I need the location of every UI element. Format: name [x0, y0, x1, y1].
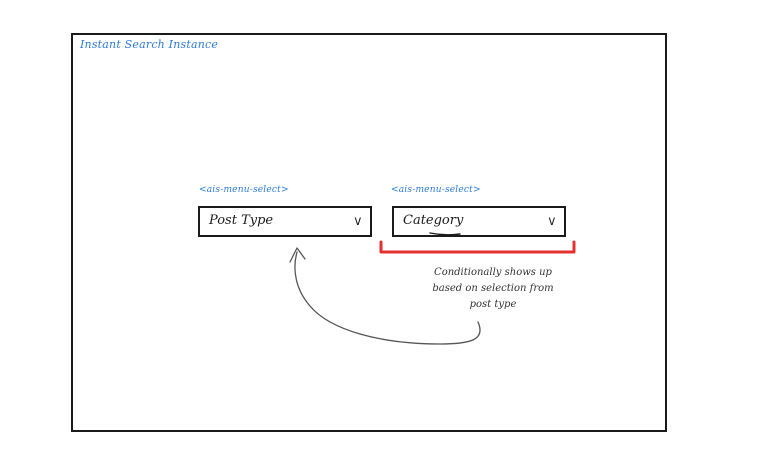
note-line-2: based on selection from [432, 283, 554, 294]
component-tag-post-type: <ais-menu-select> [199, 185, 289, 195]
chevron-down-icon: v [354, 214, 362, 229]
page-title: Instant Search Instance [80, 38, 219, 51]
annotation-note: Conditionally shows up based on selectio… [418, 265, 568, 313]
canvas-frame [71, 33, 667, 432]
chevron-down-icon: v [548, 214, 556, 229]
component-tag-category: <ais-menu-select> [391, 185, 481, 195]
category-select-label: Category [403, 213, 464, 228]
category-select[interactable]: Category v [392, 206, 566, 237]
note-line-1: Conditionally shows up [434, 267, 552, 278]
post-type-select-label: Post Type [209, 213, 274, 228]
note-line-3: post type [469, 299, 517, 310]
post-type-select[interactable]: Post Type v [198, 206, 372, 237]
